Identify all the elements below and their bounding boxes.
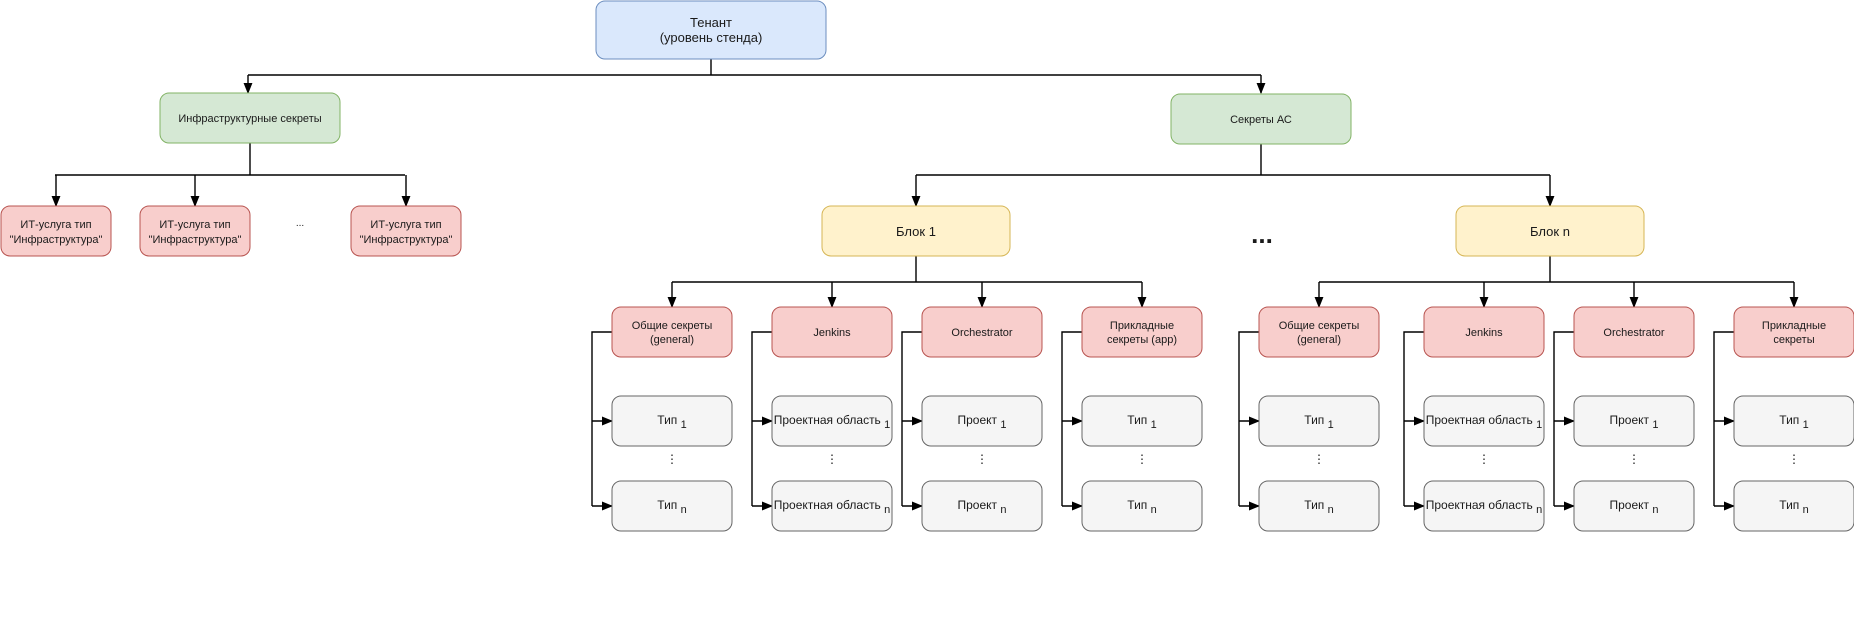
it-service-ellipsis: ... — [296, 218, 304, 229]
item-label-first: Проектная область 1 — [774, 413, 891, 431]
it-service-node — [139, 205, 251, 257]
it-service-sublabel: "Инфраструктура" — [360, 234, 453, 246]
item-branch-line — [1713, 331, 1734, 506]
item-branch-line — [1553, 331, 1574, 506]
secret-group-label: Jenkins — [1465, 327, 1503, 339]
connectors — [51, 59, 1799, 511]
item-node-first — [611, 395, 733, 447]
item-label-last: Тип n — [1127, 498, 1156, 516]
secret-group-label: Общие секреты — [632, 320, 713, 332]
item-node-first — [921, 395, 1043, 447]
item-vdots: ⋮ — [1136, 452, 1148, 466]
block-label: Блок 1 — [896, 224, 936, 239]
it-service-label: ИТ-услуга тип — [370, 219, 441, 231]
it-service-label: ИТ-услуга тип — [159, 219, 230, 231]
secret-group-sublabel: секреты (app) — [1107, 334, 1177, 346]
it-service-node — [0, 205, 112, 257]
block-node — [1455, 205, 1645, 257]
item-label-last: Тип n — [1304, 498, 1333, 516]
item-label-last: Проект n — [958, 498, 1007, 516]
item-label-first: Проект 1 — [958, 413, 1007, 431]
item-branch-line — [1061, 331, 1082, 506]
nodes: Тенант(уровень стенда) Инфраструктурные с… — [0, 0, 1854, 532]
it-service-sublabel: "Инфраструктура" — [149, 234, 242, 246]
it-service-sublabel: "Инфраструктура" — [10, 234, 103, 246]
secret-group-label: Прикладные — [1762, 320, 1826, 332]
secret-group-label: Orchestrator — [1603, 327, 1664, 339]
it-service-label: ИТ-услуга тип — [20, 219, 91, 231]
item-label-first: Проект 1 — [1610, 413, 1659, 431]
as-secrets-label: Секреты АС — [1230, 114, 1292, 126]
item-label-first: Тип 1 — [657, 413, 686, 431]
item-label-first: Тип 1 — [1304, 413, 1333, 431]
tenant-label: Тенант — [690, 15, 732, 30]
item-branch-line — [751, 331, 772, 506]
item-label-last: Тип n — [1779, 498, 1808, 516]
secret-group-sublabel: секреты — [1773, 334, 1814, 346]
item-vdots: ⋮ — [826, 452, 838, 466]
item-vdots: ⋮ — [1313, 452, 1325, 466]
item-label-first: Тип 1 — [1127, 413, 1156, 431]
secret-group-label: Jenkins — [813, 327, 851, 339]
item-vdots: ⋮ — [666, 452, 678, 466]
item-vdots: ⋮ — [976, 452, 988, 466]
item-label-last: Проект n — [1610, 498, 1659, 516]
infra-secrets-node — [159, 92, 341, 144]
item-node-last — [1733, 480, 1854, 532]
item-node-last — [1081, 480, 1203, 532]
item-node-last — [1258, 480, 1380, 532]
item-node-first — [1258, 395, 1380, 447]
item-vdots: ⋮ — [1628, 452, 1640, 466]
item-branch-line — [1238, 331, 1259, 506]
secret-group-node — [611, 306, 733, 358]
item-node-last — [611, 480, 733, 532]
item-node-last — [1423, 480, 1545, 532]
secret-group-label: Прикладные — [1110, 320, 1174, 332]
item-vdots: ⋮ — [1478, 452, 1490, 466]
secret-group-sublabel: (general) — [1297, 334, 1341, 346]
item-vdots: ⋮ — [1788, 452, 1800, 466]
item-label-last: Проектная область n — [1426, 498, 1543, 516]
block-node — [821, 205, 1011, 257]
item-label-last: Проектная область n — [774, 498, 891, 516]
item-branch-line — [1403, 331, 1424, 506]
infra-secrets-label: Инфраструктурные секреты — [178, 113, 321, 125]
item-node-first — [1423, 395, 1545, 447]
secret-group-node — [1081, 306, 1203, 358]
secret-group-node — [771, 306, 893, 358]
item-branch-line — [901, 331, 922, 506]
item-node-last — [771, 480, 893, 532]
item-label-last: Тип n — [657, 498, 686, 516]
tenant-node — [595, 0, 827, 60]
it-service-node — [350, 205, 462, 257]
item-node-first — [1573, 395, 1695, 447]
item-node-last — [1573, 480, 1695, 532]
secret-group-label: Общие секреты — [1279, 320, 1360, 332]
as-secrets-node — [1170, 93, 1352, 145]
item-node-first — [771, 395, 893, 447]
secret-group-node — [1733, 306, 1854, 358]
tenant-sublabel: (уровень стенда) — [660, 30, 763, 45]
item-node-first — [1081, 395, 1203, 447]
secret-group-node — [1573, 306, 1695, 358]
block-label: Блок n — [1530, 224, 1570, 239]
secret-group-label: Orchestrator — [951, 327, 1012, 339]
secret-group-node — [1258, 306, 1380, 358]
item-label-first: Тип 1 — [1779, 413, 1808, 431]
item-node-last — [921, 480, 1043, 532]
secret-group-node — [1423, 306, 1545, 358]
secret-group-node — [921, 306, 1043, 358]
item-branch-line — [591, 331, 612, 506]
blocks-ellipsis: ... — [1251, 219, 1273, 249]
secret-group-sublabel: (general) — [650, 334, 694, 346]
item-label-first: Проектная область 1 — [1426, 413, 1543, 431]
item-node-first — [1733, 395, 1854, 447]
